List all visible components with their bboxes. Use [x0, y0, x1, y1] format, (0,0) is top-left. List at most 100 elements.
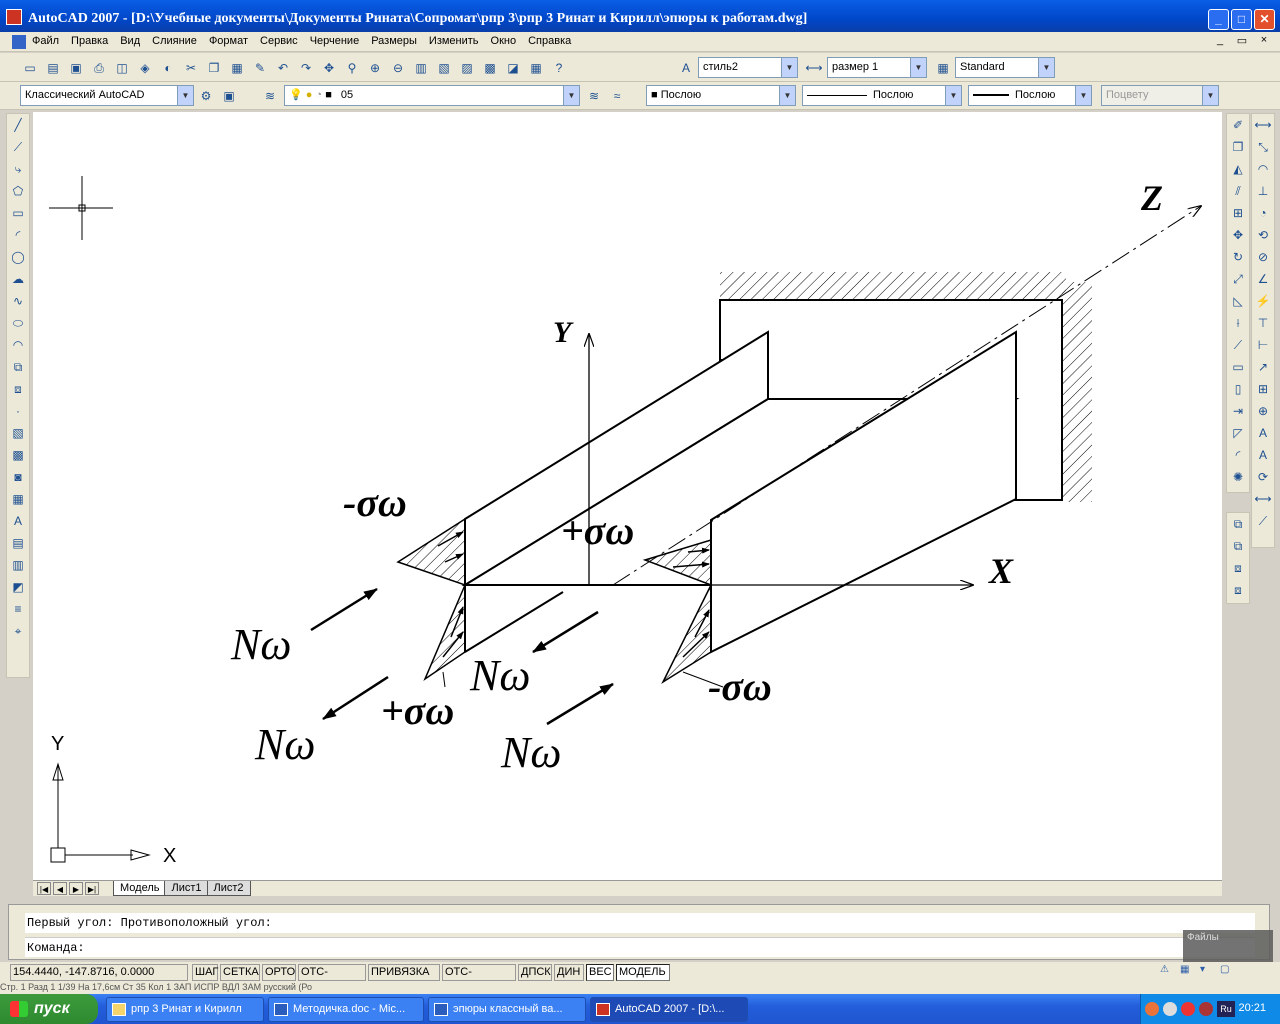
polyline-icon[interactable]: ⤷ [14, 161, 22, 176]
arc-length-icon[interactable]: ◠ [1257, 162, 1269, 176]
line-icon[interactable]: ╱ [14, 118, 22, 132]
chevron-down-icon[interactable]: ▼ [177, 86, 193, 105]
tray-security-icon[interactable] [1199, 1002, 1213, 1016]
baseline-dim-icon[interactable]: ⊤ [1257, 316, 1269, 330]
menu-item[interactable]: Слияние [152, 35, 197, 47]
dim-style-icon[interactable]: ⟋ [1258, 513, 1268, 528]
workspace-settings-icon[interactable]: ⚙ [200, 89, 212, 103]
fillet-icon[interactable]: ◜ [1235, 448, 1241, 462]
center-mark-icon[interactable]: ⊕ [1257, 404, 1269, 418]
layer-select[interactable]: 💡 ● ◔ ■ 05 ▼ [284, 85, 580, 106]
workspace-select[interactable]: Классический AutoCAD▼ [20, 85, 194, 106]
point-icon[interactable]: · [16, 404, 20, 418]
start-button[interactable]: пуск [0, 994, 98, 1024]
mdi-close-button[interactable]: × [1260, 34, 1268, 46]
layout-tab[interactable]: Лист1 [164, 881, 209, 896]
chevron-down-icon[interactable]: ▼ [910, 58, 926, 77]
tolerance-icon[interactable]: ⊞ [1257, 382, 1269, 396]
join-icon[interactable]: ⇥ [1232, 404, 1244, 418]
dim-style-icon[interactable]: ⟷ [805, 61, 823, 75]
clean-screen-icon[interactable]: ▢ [1220, 964, 1230, 975]
table-style-icon[interactable]: ▦ [937, 61, 949, 75]
last-tab-button[interactable]: ▶| [85, 882, 99, 895]
layout-tab[interactable]: Лист2 [206, 881, 251, 896]
status-toggle[interactable]: СЕТКА [220, 964, 260, 981]
gradient-icon[interactable]: ▩ [12, 448, 24, 462]
close-button[interactable]: ✕ [1254, 9, 1275, 30]
markup-icon[interactable]: ◪ [507, 61, 519, 75]
dim-edit-icon[interactable]: A [1258, 426, 1267, 440]
id-point-icon[interactable]: ⌖ [14, 623, 22, 638]
lock-toolbar-icon[interactable]: ▦ [1180, 964, 1190, 975]
menu-item[interactable]: Формат [208, 35, 249, 47]
extend-icon[interactable]: ⟋ [1233, 337, 1243, 352]
mdi-minimize-button[interactable]: _ [1216, 34, 1224, 46]
ellipse-icon[interactable]: ⬭ [12, 315, 24, 330]
trim-icon[interactable]: ⟊ [1236, 315, 1240, 330]
tool-palettes-icon[interactable]: ▨ [461, 61, 473, 75]
maximize-button[interactable]: □ [1231, 9, 1252, 30]
area-icon[interactable]: ◩ [12, 580, 24, 594]
save-icon[interactable]: ▣ [70, 61, 82, 75]
color-select[interactable]: ■ Послою▼ [646, 85, 796, 106]
break-at-point-icon[interactable]: ▭ [1232, 360, 1244, 374]
zoom-realtime-icon[interactable]: ⚲ [347, 61, 357, 75]
insert-block-icon[interactable]: ⧉ [13, 359, 23, 374]
cut-icon[interactable]: ✂ [185, 61, 197, 75]
communication-center-icon[interactable]: ⚠ [1160, 964, 1169, 975]
text-style-icon[interactable]: A [681, 61, 690, 75]
workspace-save-icon[interactable]: ▣ [223, 89, 235, 103]
erase-icon[interactable]: ✐ [1232, 118, 1244, 132]
tray-app-icon[interactable] [1145, 1002, 1159, 1016]
send-under-icon[interactable]: ⧈ [1234, 582, 1242, 597]
taskbar-item-autocad[interactable]: AutoCAD 2007 - [D:\... [590, 997, 748, 1022]
mdi-restore-button[interactable]: ▭ [1236, 35, 1248, 47]
array-icon[interactable]: ⊞ [1232, 206, 1244, 220]
aligned-dim-icon[interactable]: ⤡ [1258, 139, 1268, 154]
quick-leader-icon[interactable]: ↗ [1257, 360, 1269, 374]
chevron-down-icon[interactable]: ▼ [945, 86, 961, 105]
tray-network-icon[interactable] [1163, 1002, 1177, 1016]
send-to-back-icon[interactable]: ⧉ [1233, 538, 1243, 553]
chevron-down-icon[interactable]: ▼ [1075, 86, 1091, 105]
bring-above-icon[interactable]: ⧈ [1234, 560, 1242, 575]
first-tab-button[interactable]: |◀ [37, 882, 51, 895]
menu-item[interactable]: Вид [120, 35, 141, 47]
chevron-down-icon[interactable]: ▼ [781, 58, 797, 77]
redo-icon[interactable]: ↷ [300, 61, 312, 75]
paste-icon[interactable]: ▦ [231, 61, 243, 75]
zoom-window-icon[interactable]: ⊕ [369, 61, 381, 75]
menu-item[interactable]: Окно [490, 35, 517, 47]
open-icon[interactable]: ▤ [47, 61, 59, 75]
status-toggle[interactable]: ВЕС [586, 964, 614, 981]
status-menu-icon[interactable]: ▾ [1200, 964, 1206, 975]
rotate-icon[interactable]: ↻ [1232, 250, 1244, 264]
menu-item[interactable]: Файл [32, 35, 60, 47]
taskbar-item-word-1[interactable]: Методичка.doc - Mic... [268, 997, 424, 1022]
multiline-text-icon[interactable]: A [13, 514, 22, 528]
table-icon[interactable]: ▦ [12, 492, 24, 506]
ordinate-dim-icon[interactable]: ⊥ [1257, 184, 1269, 198]
pan-icon[interactable]: ✥ [323, 61, 335, 75]
copy-object-icon[interactable]: ❐ [1232, 140, 1244, 154]
chevron-down-icon[interactable]: ▼ [1038, 58, 1054, 77]
sheet-set-icon[interactable]: ▩ [484, 61, 496, 75]
scale-icon[interactable]: ⤢ [1233, 271, 1243, 286]
publish-icon[interactable]: ◈ [140, 61, 150, 75]
status-toggle[interactable]: ШАГ [192, 964, 218, 981]
menu-item[interactable]: Справка [528, 35, 572, 47]
stretch-icon[interactable]: ◺ [1233, 294, 1243, 308]
chevron-down-icon[interactable]: ▼ [779, 86, 795, 105]
autocad-app-icon[interactable] [6, 9, 22, 25]
layer-manager-icon[interactable]: ≋ [264, 89, 276, 103]
status-toggle[interactable]: МОДЕЛЬ [616, 964, 670, 981]
plot-icon[interactable]: ⎙ [94, 60, 104, 75]
document-icon[interactable] [12, 35, 26, 49]
undo-icon[interactable]: ↶ [277, 61, 289, 75]
dim-style-select[interactable]: размер 1▼ [827, 57, 927, 78]
offset-icon[interactable]: ⫽ [1235, 183, 1241, 198]
coordinate-readout[interactable]: 154.4440, -147.8716, 0.0000 [10, 964, 188, 981]
table-style-select[interactable]: Standard▼ [955, 57, 1055, 78]
copy-icon[interactable]: ❐ [208, 61, 220, 75]
status-toggle[interactable]: ОРТО [262, 964, 296, 981]
